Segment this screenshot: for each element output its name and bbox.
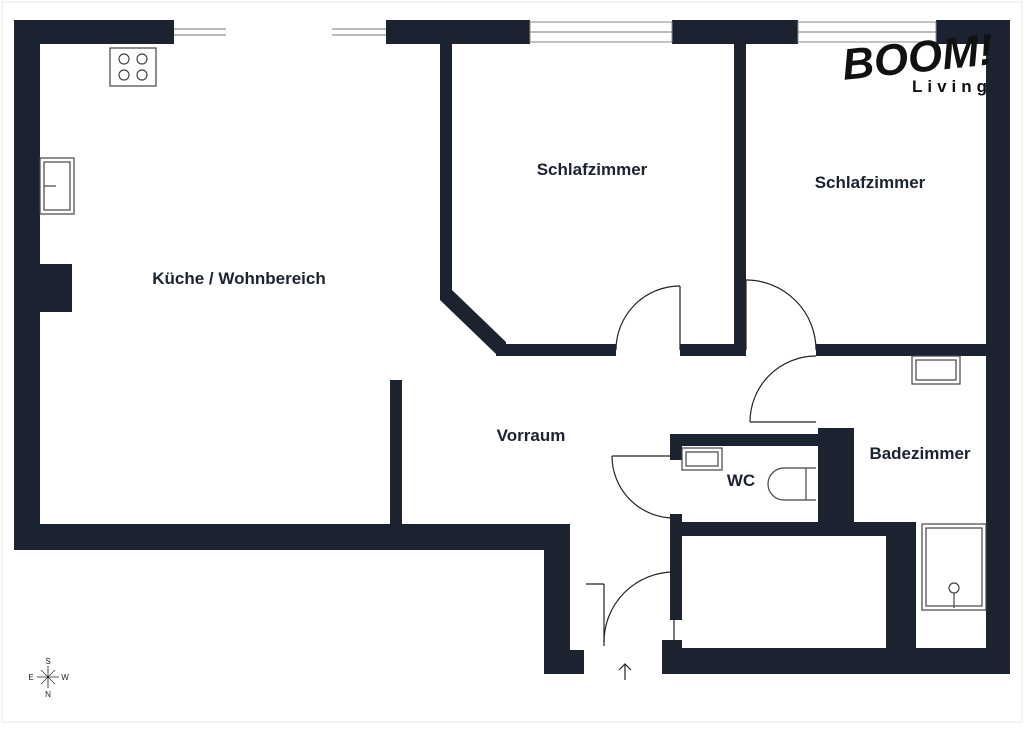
door-wc-swing [611,455,675,519]
wall-bath-bottom-left [886,522,916,672]
compass-bottom-label: N [45,690,51,699]
room-label-wc: WC [727,471,755,490]
room-label-hallway: Vorraum [497,426,566,445]
wc-sink-icon [681,447,723,471]
wall-wc-right [818,428,854,524]
wall-bedroom2-bottom [816,344,1010,356]
shower-icon [921,523,987,611]
wall-bedroom-divider [734,20,746,356]
door-bedroom2-swing [745,279,817,351]
wall-storage-left [670,536,682,620]
room-label-kitchen-living: Küche / Wohnbereich [152,269,326,288]
wall-wc-bottom [670,522,888,536]
wall-bedroom1-left [440,20,452,296]
wall-bottom-left [14,524,570,550]
wall-wc-left-top [670,434,682,460]
wall-bedroom1-diagonal [440,290,506,354]
wall-wc-top [670,434,830,446]
room-label-bedroom-2: Schlafzimmer [815,173,926,192]
brand-logo-tagline: Living [912,77,992,96]
wall-column [38,264,72,312]
wall-bottom-entry-left [544,650,584,674]
door-bathroom-swing [749,355,817,423]
doors [586,279,817,646]
walls [14,20,1010,674]
windows [174,21,937,43]
wall-top-mid [386,20,530,44]
wall-kitchen-partition [390,380,402,526]
compass-top-label: S [45,657,50,666]
door-bedroom1-swing [615,285,681,351]
compass-icon: S N E W [28,657,69,699]
wall-bottom-step [544,524,570,674]
wall-top-left [14,20,174,44]
room-label-bathroom: Badezimmer [869,444,970,463]
sink-icon [39,157,75,215]
wall-entry-jamb [662,640,682,674]
wall-bedroom1-bottom-b [680,344,742,356]
wall-bottom-right [664,648,1010,674]
room-label-bedroom-1: Schlafzimmer [537,160,648,179]
door-entry-swing [603,571,675,643]
wall-left [14,20,40,550]
compass-right-label: W [61,673,69,682]
bath-sink-icon [911,355,961,385]
stove-icon [109,47,157,87]
toilet-icon [767,467,816,501]
entrance-arrow-icon [618,663,632,680]
wall-bedroom1-bottom-a [496,344,616,356]
compass-left-label: E [28,673,33,682]
